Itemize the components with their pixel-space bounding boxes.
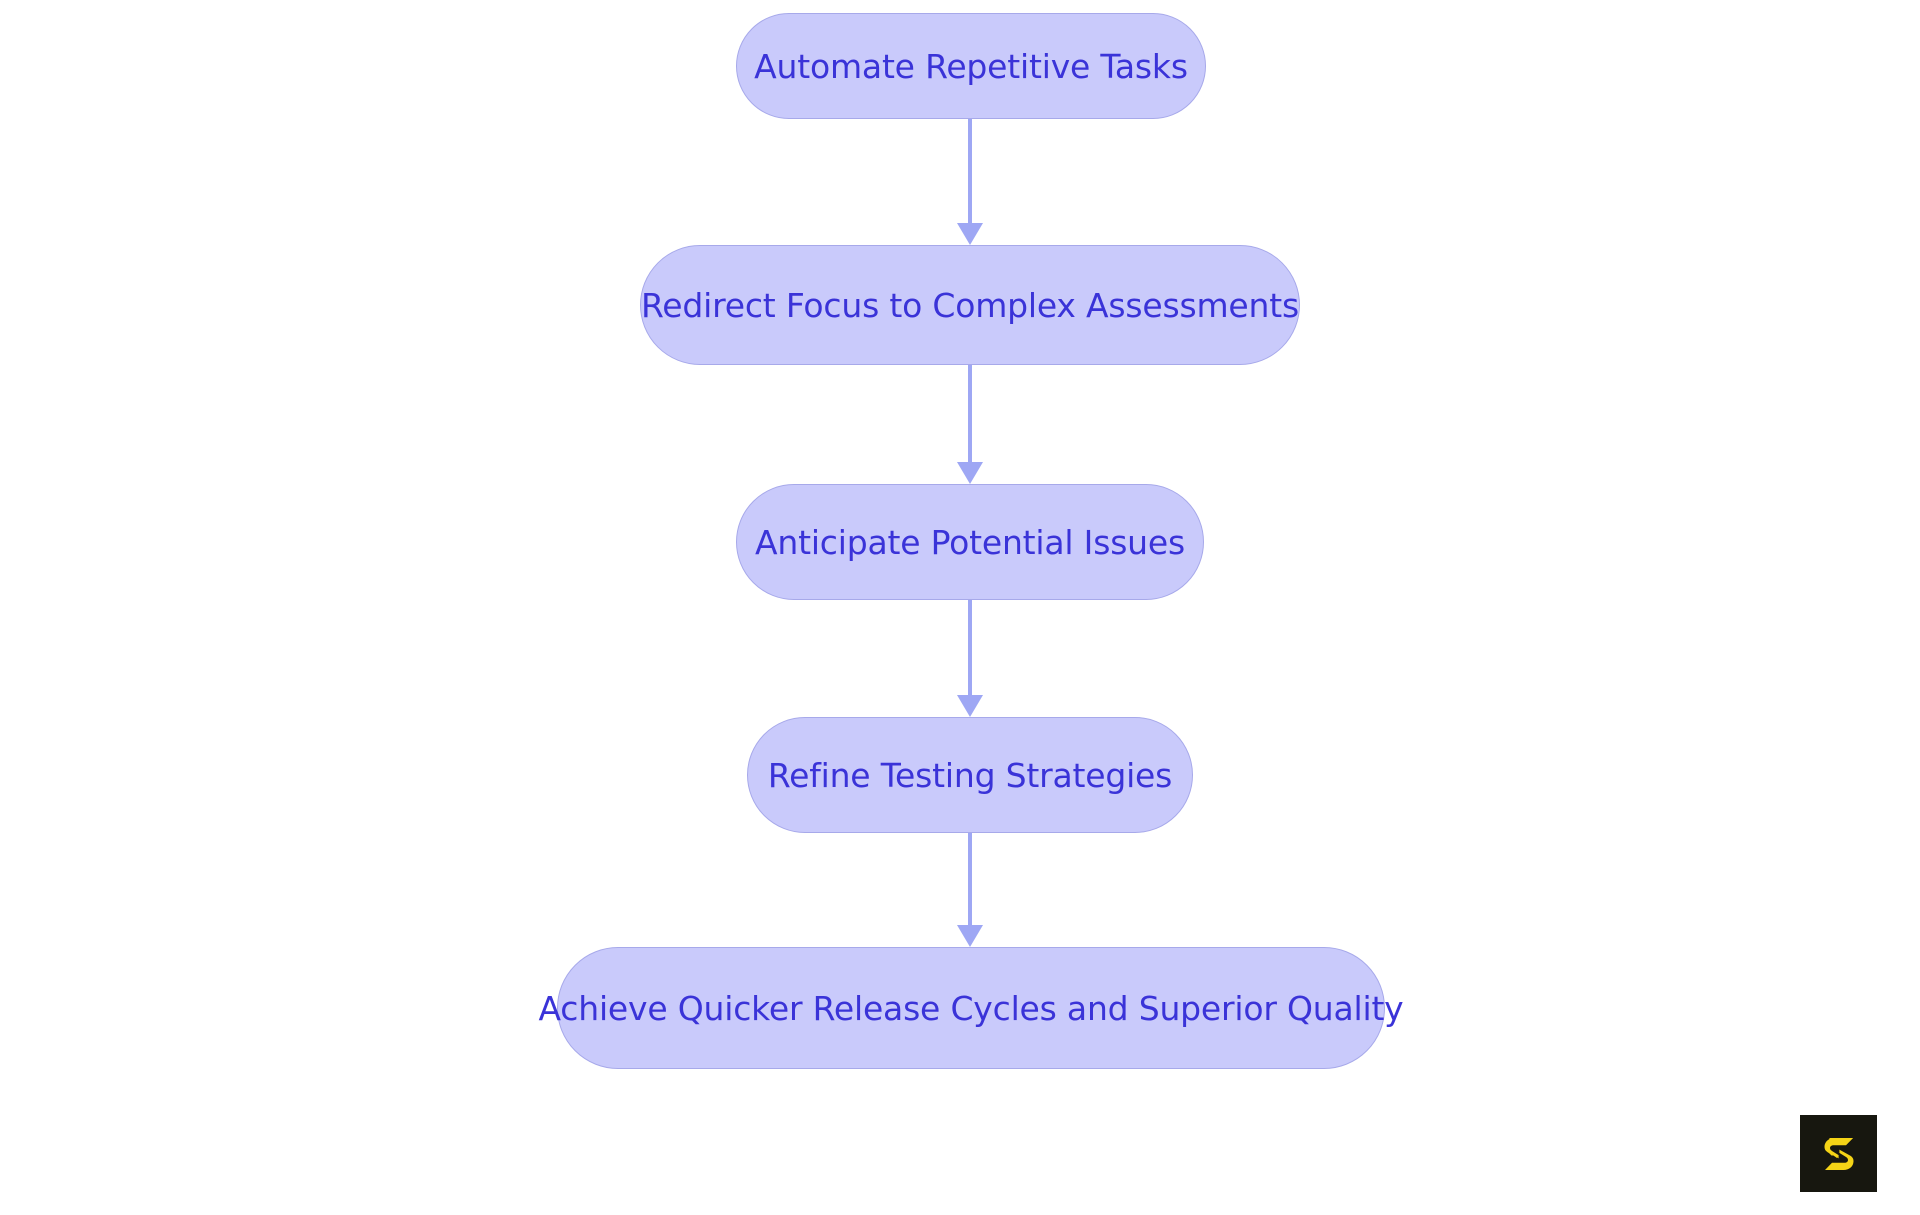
flow-node-label: Achieve Quicker Release Cycles and Super… — [538, 988, 1404, 1028]
flow-arrow-node2-to-node3 — [955, 600, 985, 717]
flow-node-achieve-quicker-release-cycles[interactable]: Achieve Quicker Release Cycles and Super… — [538, 947, 1404, 1069]
arrow-shaft — [968, 119, 972, 223]
arrow-head-down-icon — [957, 462, 983, 484]
flow-node-redirect-focus-to-complex-assessments[interactable]: Redirect Focus to Complex Assessments — [640, 245, 1300, 365]
flow-node-label: Automate Repetitive Tasks — [754, 46, 1188, 86]
arrow-shaft — [968, 833, 972, 925]
arrow-shaft — [968, 365, 972, 462]
flow-node-label: Anticipate Potential Issues — [755, 522, 1185, 562]
flow-arrow-node0-to-node1 — [955, 119, 985, 245]
flow-node-refine-testing-strategies[interactable]: Refine Testing Strategies — [747, 717, 1193, 833]
flow-node-automate-repetitive-tasks[interactable]: Automate Repetitive Tasks — [736, 13, 1206, 119]
flow-arrow-node1-to-node2 — [955, 365, 985, 484]
flow-node-label: Refine Testing Strategies — [767, 755, 1173, 795]
flow-node-label: Redirect Focus to Complex Assessments — [641, 285, 1299, 325]
flow-node-anticipate-potential-issues[interactable]: Anticipate Potential Issues — [736, 484, 1204, 600]
arrow-head-down-icon — [957, 223, 983, 245]
arrow-head-down-icon — [957, 925, 983, 947]
arrow-head-down-icon — [957, 695, 983, 717]
flow-arrow-node3-to-node4 — [955, 833, 985, 947]
brand-logo-icon — [1800, 1115, 1877, 1192]
arrow-shaft — [968, 600, 972, 695]
